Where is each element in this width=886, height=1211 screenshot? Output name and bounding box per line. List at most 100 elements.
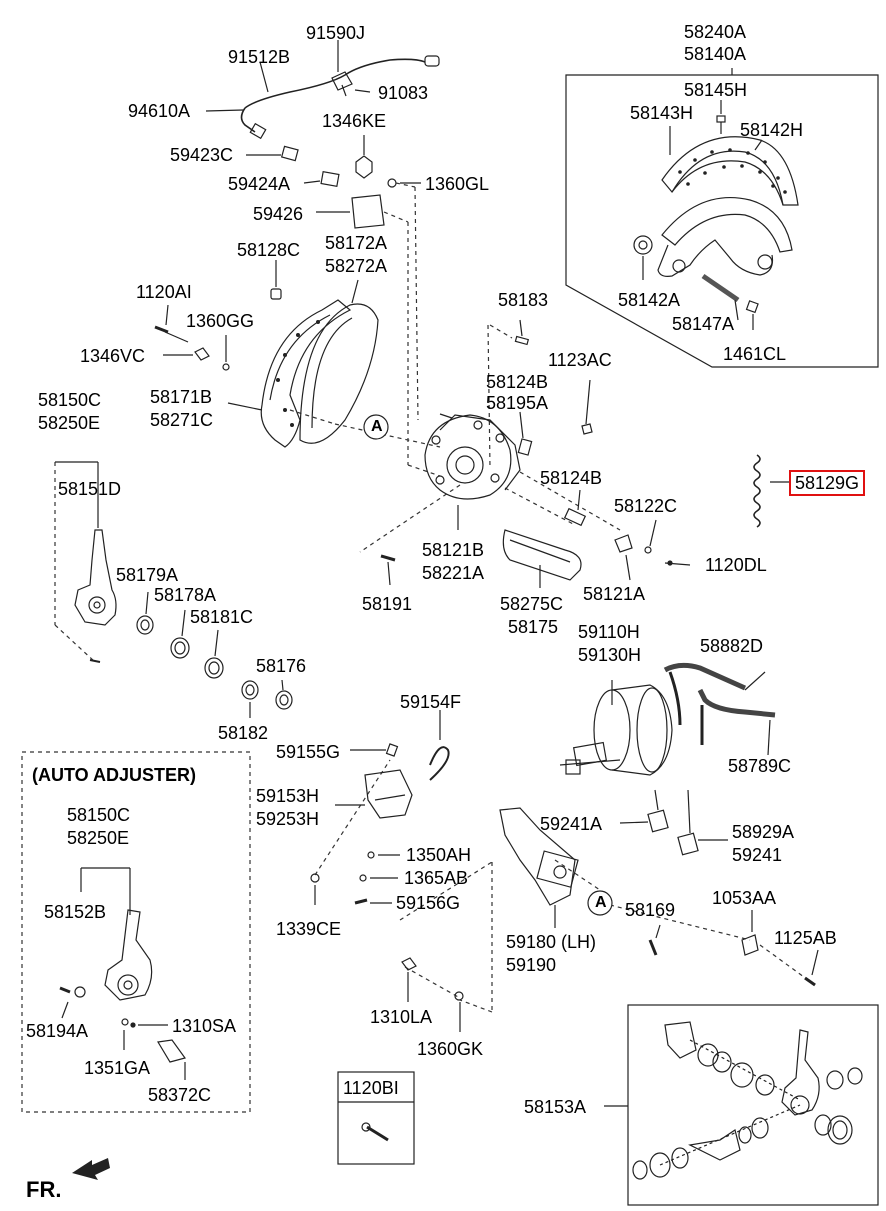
part-label-58178A[interactable]: 58178A: [154, 585, 217, 605]
part-label-1339CE[interactable]: 1339CE: [276, 919, 342, 939]
part-label-58122C[interactable]: 58122C: [614, 496, 678, 516]
auto-slack-adjuster: [104, 909, 153, 1001]
part-label-59426[interactable]: 59426: [253, 204, 304, 224]
part-label-58152B[interactable]: 58152B: [44, 902, 107, 922]
spring-58129G: [753, 454, 761, 528]
part-label-58121B[interactable]: 58121B: [422, 540, 485, 560]
part-label-58181C[interactable]: 58181C: [190, 607, 254, 627]
part-label-59154F[interactable]: 59154F: [400, 692, 462, 712]
part-label-58175[interactable]: 58175: [508, 617, 559, 637]
part-label-1351GA[interactable]: 1351GA: [84, 1058, 151, 1078]
part-label-58195A[interactable]: 58195A: [486, 393, 549, 413]
part-label-58183[interactable]: 58183: [498, 290, 549, 310]
part-label-59155G[interactable]: 59155G: [276, 742, 341, 762]
1120BI-box: [337, 1071, 415, 1165]
part-label-59156G[interactable]: 59156G: [396, 893, 461, 913]
part-label-58129G-highlighted[interactable]: 58129G: [789, 470, 866, 496]
part-label-1120BI[interactable]: 1120BI: [343, 1078, 399, 1098]
part-label-1350AH[interactable]: 1350AH: [406, 845, 472, 865]
part-label-58221A[interactable]: 58221A: [422, 563, 485, 583]
part-label-1346VC[interactable]: 1346VC: [80, 346, 146, 366]
part-label-1123AC[interactable]: 1123AC: [548, 350, 612, 370]
part-label-1310LA[interactable]: 1310LA: [370, 1007, 433, 1027]
part-label-59190[interactable]: 59190: [506, 955, 557, 975]
slack-adjuster: [74, 529, 117, 626]
part-label-1120DL[interactable]: 1120DL: [705, 555, 767, 575]
shoe-kit-box: [565, 74, 879, 368]
part-label-91590J[interactable]: 91590J: [306, 23, 366, 43]
part-label-1360GG[interactable]: 1360GG: [186, 311, 255, 331]
part-label-91512B[interactable]: 91512B: [228, 47, 291, 67]
part-label-58150C-b[interactable]: 58150C: [67, 805, 131, 825]
chamber-bracket: [364, 769, 413, 819]
part-label-58929A[interactable]: 58929A: [732, 822, 795, 842]
part-label-58250E-a[interactable]: 58250E: [38, 413, 101, 433]
part-label-58194A[interactable]: 58194A: [26, 1021, 89, 1041]
front-direction-label: FR.: [26, 1177, 62, 1202]
brake-lining: [661, 136, 799, 206]
part-label-59423C[interactable]: 59423C: [170, 145, 234, 165]
part-label-58143H[interactable]: 58143H: [630, 103, 694, 123]
part-label-1365AB[interactable]: 1365AB: [404, 868, 469, 888]
part-label-59130H[interactable]: 59130H: [578, 645, 642, 665]
58153A-kit-box: [627, 1004, 879, 1206]
part-label-59180-lh[interactable]: 59180 (LH): [506, 932, 597, 952]
part-label-59153H[interactable]: 59153H: [256, 786, 320, 806]
part-label-58271C[interactable]: 58271C: [150, 410, 214, 430]
air-hose-58882D: [663, 662, 747, 691]
part-label-59241A[interactable]: 59241A: [540, 814, 603, 834]
part-label-58145H[interactable]: 58145H: [684, 80, 748, 100]
backing-plate: [260, 299, 352, 448]
part-label-59253H[interactable]: 59253H: [256, 809, 320, 829]
part-label-58789C[interactable]: 58789C: [728, 756, 792, 776]
part-label-1461CL[interactable]: 1461CL: [723, 344, 787, 364]
part-label-58179A[interactable]: 58179A: [116, 565, 179, 585]
part-label-58140A[interactable]: 58140A: [684, 44, 747, 64]
part-label-58172A[interactable]: 58172A: [325, 233, 388, 253]
part-label-59110H[interactable]: 59110H: [578, 622, 640, 642]
part-label-58272A[interactable]: 58272A: [325, 256, 388, 276]
part-label-91083[interactable]: 91083: [378, 83, 429, 103]
part-label-94610A[interactable]: 94610A: [128, 101, 191, 121]
part-label-58151D[interactable]: 58151D: [58, 479, 122, 499]
part-label-58142H[interactable]: 58142H: [740, 120, 804, 140]
part-label-58171B[interactable]: 58171B: [150, 387, 213, 407]
part-label-58128C[interactable]: 58128C: [237, 240, 301, 260]
brake-chamber: [559, 680, 673, 776]
part-label-58275C[interactable]: 58275C: [500, 594, 564, 614]
part-label-1125AB[interactable]: 1125AB: [774, 928, 837, 948]
part-label-58124B-a[interactable]: 58124B: [486, 372, 549, 392]
part-label-1360GK[interactable]: 1360GK: [417, 1039, 484, 1059]
part-label-58147A[interactable]: 58147A: [672, 314, 735, 334]
part-label-58153A[interactable]: 58153A: [524, 1097, 587, 1117]
58153A-kit-parts: [632, 1021, 863, 1180]
part-label-1360GL[interactable]: 1360GL: [425, 174, 490, 194]
part-label-1346KE[interactable]: 1346KE: [322, 111, 387, 131]
part-label-1120AI[interactable]: 1120AI: [136, 282, 192, 302]
part-label-1053AA[interactable]: 1053AA: [712, 888, 777, 908]
part-label-59241[interactable]: 59241: [732, 845, 783, 865]
brake-spider: [424, 414, 512, 500]
part-label-58240A[interactable]: 58240A: [684, 22, 747, 42]
part-label-59424A[interactable]: 59424A: [228, 174, 291, 194]
part-label-58150C-a[interactable]: 58150C: [38, 390, 102, 410]
brake-shoe: [661, 196, 793, 253]
part-label-58191[interactable]: 58191: [362, 594, 413, 614]
part-label-1310SA[interactable]: 1310SA: [172, 1016, 237, 1036]
part-label-58372C[interactable]: 58372C: [148, 1085, 212, 1105]
part-label-58882D[interactable]: 58882D: [700, 636, 764, 656]
part-label-58124B-b[interactable]: 58124B: [540, 468, 603, 488]
cam-shaft: [502, 529, 582, 581]
part-label-58121A[interactable]: 58121A: [583, 584, 646, 604]
part-label-58250E-b[interactable]: 58250E: [67, 828, 130, 848]
part-label-58176[interactable]: 58176: [256, 656, 307, 676]
part-label-58182[interactable]: 58182: [218, 723, 269, 743]
air-hose-58789C: [697, 688, 776, 718]
part-label-58142A[interactable]: 58142A: [618, 290, 681, 310]
auto-adjuster-title: (AUTO ADJUSTER): [32, 765, 197, 785]
auto-adjuster-box: [21, 751, 251, 1113]
part-label-58169[interactable]: 58169: [625, 900, 676, 920]
reference-marker-a-1: A: [371, 418, 383, 435]
chamber-mount-bracket: [499, 807, 576, 906]
